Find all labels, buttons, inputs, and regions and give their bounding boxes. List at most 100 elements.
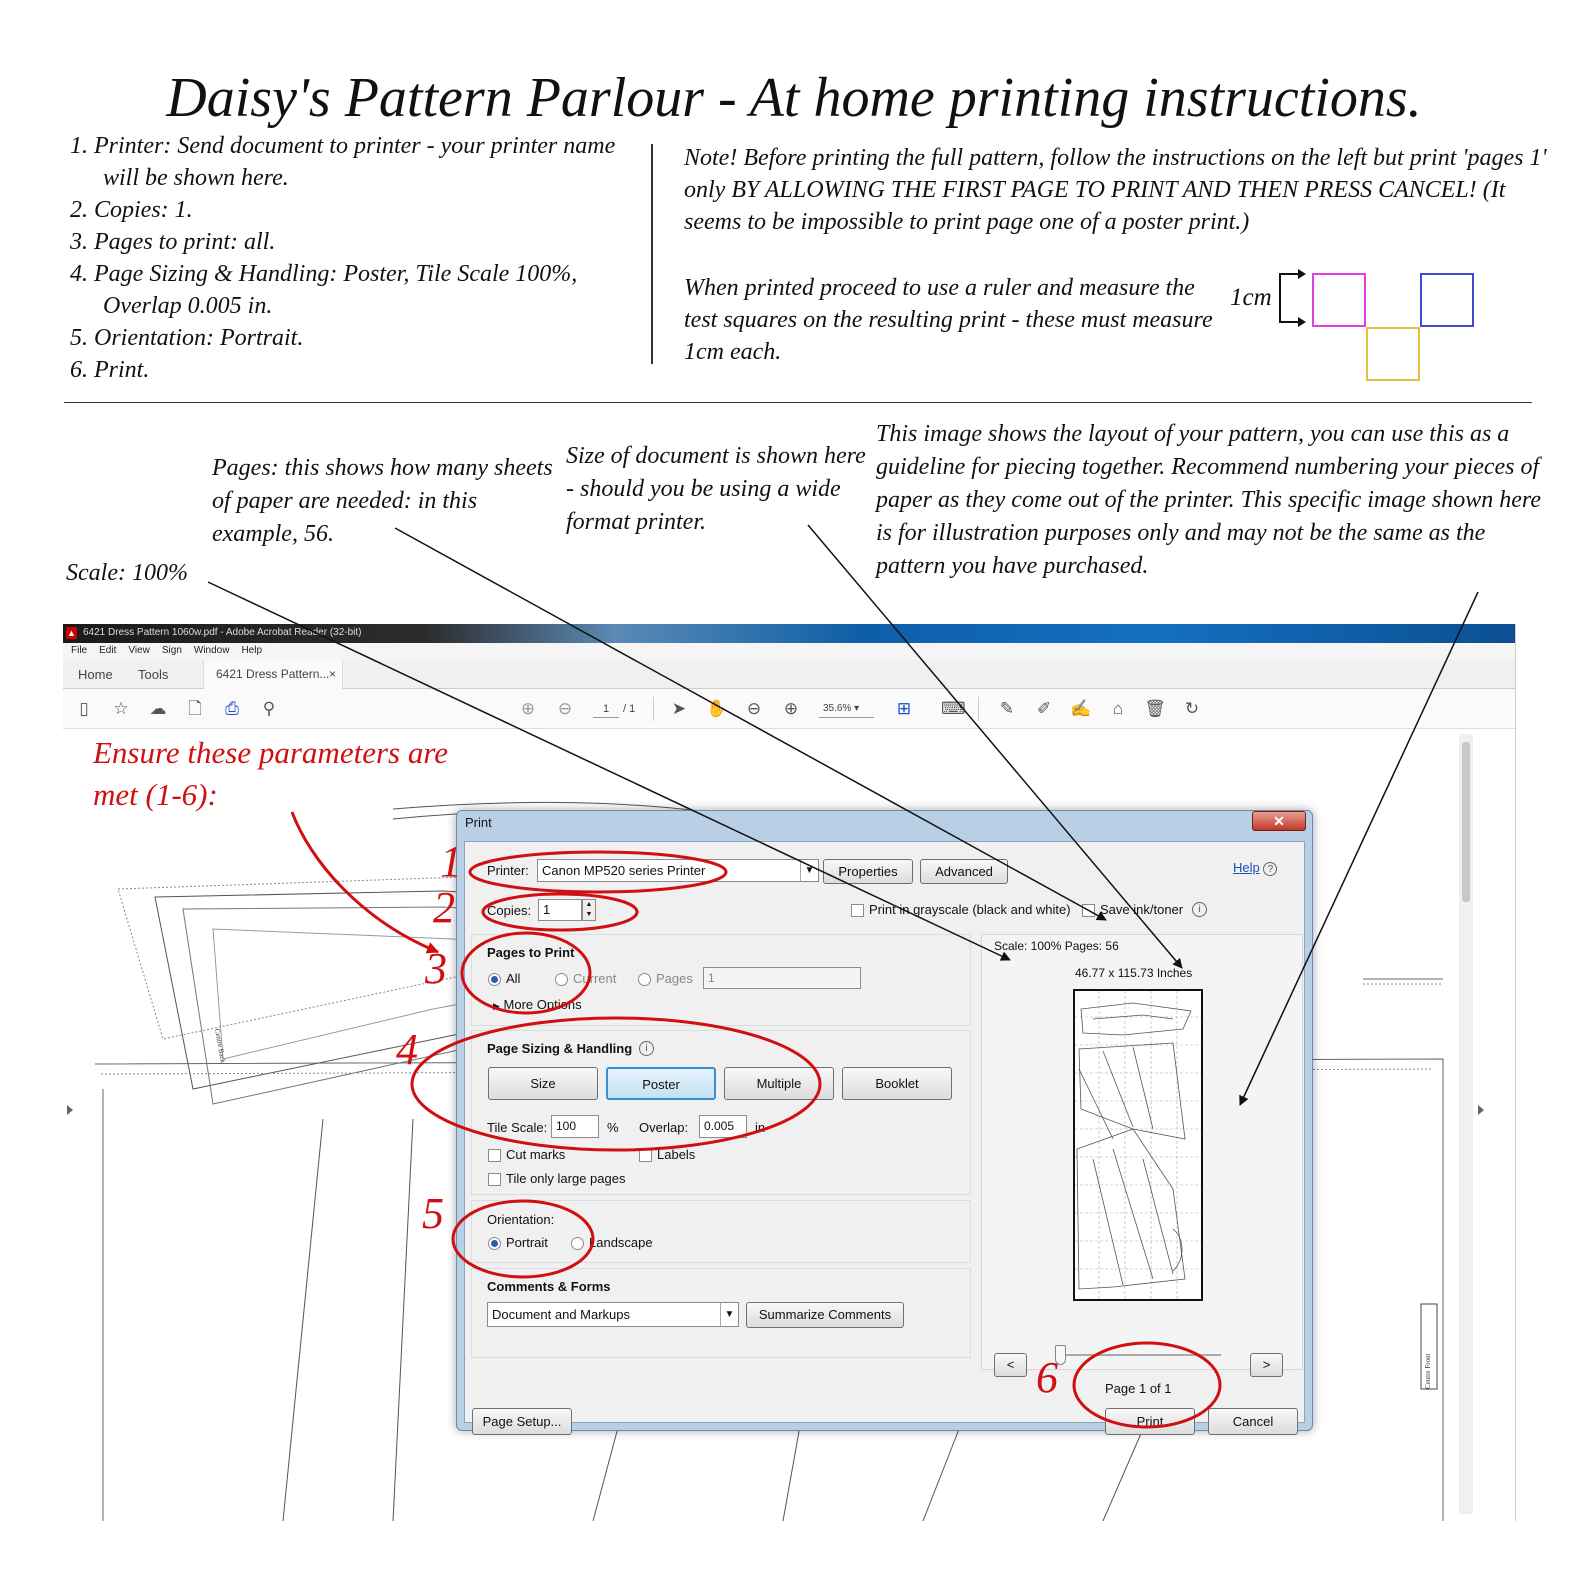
more-options-toggle[interactable]: ▶ More Options <box>493 997 582 1012</box>
orientation-group <box>471 1200 971 1263</box>
page-setup-button[interactable]: Page Setup... <box>472 1408 572 1435</box>
instruction-item: 1. Printer: Send document to printer - y… <box>70 133 616 191</box>
help-icon: ? <box>1263 862 1278 876</box>
scrollbar-thumb[interactable] <box>1462 742 1470 902</box>
upload-icon[interactable]: ☁ <box>149 699 167 718</box>
step-number: 5 <box>422 1189 444 1238</box>
cut-marks-label: Cut marks <box>506 1147 566 1162</box>
size-button[interactable]: Size <box>488 1067 598 1100</box>
stamp-icon[interactable]: ⌂ <box>1112 699 1124 718</box>
comments-forms-title: Comments & Forms <box>487 1279 611 1294</box>
info-icon[interactable]: i <box>639 1041 654 1056</box>
page-sizing-title: Page Sizing & Handling <box>487 1041 633 1056</box>
preview-next-button[interactable]: > <box>1250 1353 1283 1377</box>
zoom-out-icon[interactable]: ⊖ <box>746 699 762 718</box>
advanced-button[interactable]: Advanced <box>920 859 1008 884</box>
zoom-icon[interactable]: ⚲ <box>262 699 276 718</box>
menu-file[interactable]: File <box>71 645 88 656</box>
pattern-label-centre-front: Centre Front <box>1424 1353 1432 1389</box>
trash-icon[interactable]: 🗑 <box>1144 699 1166 718</box>
menu-view[interactable]: View <box>128 645 150 656</box>
measure-text: When printed proceed to use a ruler and … <box>684 275 1213 365</box>
page-total: / 1 <box>623 703 636 715</box>
rotate-icon[interactable]: ↻ <box>1184 699 1200 718</box>
copies-stepper[interactable]: ▲▼ <box>582 899 596 921</box>
page-up-icon[interactable]: ⊕ <box>520 699 536 718</box>
tab-document[interactable]: 6421 Dress Pattern... × <box>203 660 343 689</box>
tile-scale-input[interactable]: 100 <box>551 1115 599 1138</box>
copies-input[interactable]: 1 <box>538 899 582 921</box>
hand-icon[interactable]: ✋ <box>706 699 728 718</box>
labels-checkbox[interactable] <box>639 1149 652 1162</box>
tile-scale-label: Tile Scale: <box>487 1120 548 1135</box>
portrait-label: Portrait <box>506 1235 548 1250</box>
portrait-radio[interactable] <box>488 1237 501 1250</box>
menu-edit[interactable]: Edit <box>99 645 117 656</box>
pointer-icon[interactable]: ➤ <box>671 699 687 718</box>
document-size-readout: 46.77 x 115.73 Inches <box>1075 966 1193 980</box>
tile-large-checkbox[interactable] <box>488 1173 501 1186</box>
chevron-down-icon: ▼ <box>720 1303 738 1326</box>
summarize-comments-button[interactable]: Summarize Comments <box>746 1302 904 1328</box>
grayscale-checkbox[interactable] <box>851 904 864 917</box>
save-icon[interactable]: ▯ <box>79 699 89 718</box>
annotation-size: Size of document is shown here - should … <box>566 443 866 535</box>
printer-select[interactable]: Canon MP520 series Printer ▼ <box>537 859 819 882</box>
multiple-button[interactable]: Multiple <box>724 1067 834 1100</box>
close-icon[interactable]: ✕ <box>1252 811 1306 831</box>
menu-help[interactable]: Help <box>241 645 263 656</box>
zoom-in-icon[interactable]: ⊕ <box>783 699 799 718</box>
comments-select[interactable]: Document and Markups ▼ <box>487 1302 739 1327</box>
close-tab-icon[interactable]: × <box>328 667 336 681</box>
poster-button[interactable]: Poster <box>606 1067 716 1100</box>
pen-icon[interactable]: ✐ <box>1036 699 1052 718</box>
pages-label: Pages <box>656 971 693 986</box>
star-icon[interactable]: ☆ <box>113 699 129 718</box>
chevron-down-icon: ▼ <box>800 860 818 881</box>
print-button[interactable]: Print <box>1105 1408 1195 1435</box>
cut-marks-checkbox[interactable] <box>488 1149 501 1162</box>
tab-tools[interactable]: Tools <box>138 667 169 682</box>
annotation-ensure: Ensure these parameters are met (1-6): <box>93 735 449 812</box>
preview-slider-track <box>1061 1354 1221 1356</box>
vertical-divider <box>651 144 653 364</box>
info-icon[interactable]: i <box>1192 902 1207 917</box>
cm-bracket-icon <box>1279 269 1306 327</box>
comments-value: Document and Markups <box>492 1307 631 1322</box>
tab-home[interactable]: Home <box>78 667 113 682</box>
preview-slider-thumb[interactable] <box>1055 1345 1066 1365</box>
zoom-select[interactable]: 35.6% ▾ <box>819 700 874 718</box>
printer-value: Canon MP520 series Printer <box>542 863 706 878</box>
cancel-button[interactable]: Cancel <box>1208 1408 1298 1435</box>
sign-icon[interactable]: ✍ <box>1070 699 1092 718</box>
menu-window[interactable]: Window <box>193 645 230 656</box>
pages-radio[interactable] <box>638 973 651 986</box>
document-icon[interactable]: 🗋 <box>188 699 202 718</box>
percent-label: % <box>607 1120 619 1135</box>
scale-pages-readout: Scale: 100% Pages: 56 <box>994 939 1119 953</box>
overlap-input[interactable]: 0.005 <box>699 1115 747 1138</box>
current-radio[interactable] <box>555 973 568 986</box>
printer-icon[interactable]: ⎙ <box>225 699 239 718</box>
menu-sign[interactable]: Sign <box>161 645 182 656</box>
booklet-button[interactable]: Booklet <box>842 1067 952 1100</box>
keyboard-icon[interactable]: ⌨ <box>941 699 966 718</box>
print-dialog: Print ✕ Printer: Canon MP520 series Prin… <box>456 810 1313 1435</box>
fit-page-icon[interactable]: ⊞ <box>896 699 912 718</box>
triangle-right-icon: ▶ <box>493 1001 500 1011</box>
comment-icon[interactable]: ✎ <box>999 699 1015 718</box>
pages-range-input[interactable]: 1 <box>703 967 861 989</box>
page-number-input[interactable]: 1 <box>593 700 619 718</box>
acrobat-icon: ▲ <box>66 627 77 639</box>
all-radio[interactable] <box>488 973 501 986</box>
properties-button[interactable]: Properties <box>823 859 913 884</box>
instruction-item: 4. Page Sizing & Handling: Poster, Tile … <box>70 261 578 319</box>
page-down-icon[interactable]: ⊖ <box>557 699 573 718</box>
menu-bar: File Edit View Sign Window Help <box>63 643 1515 660</box>
help-link[interactable]: Help ? <box>1233 860 1278 876</box>
save-ink-checkbox[interactable] <box>1082 904 1095 917</box>
step-number: 2 <box>433 883 455 932</box>
landscape-radio[interactable] <box>571 1237 584 1250</box>
step-number: 1 <box>440 837 462 886</box>
preview-prev-button[interactable]: < <box>994 1353 1027 1377</box>
